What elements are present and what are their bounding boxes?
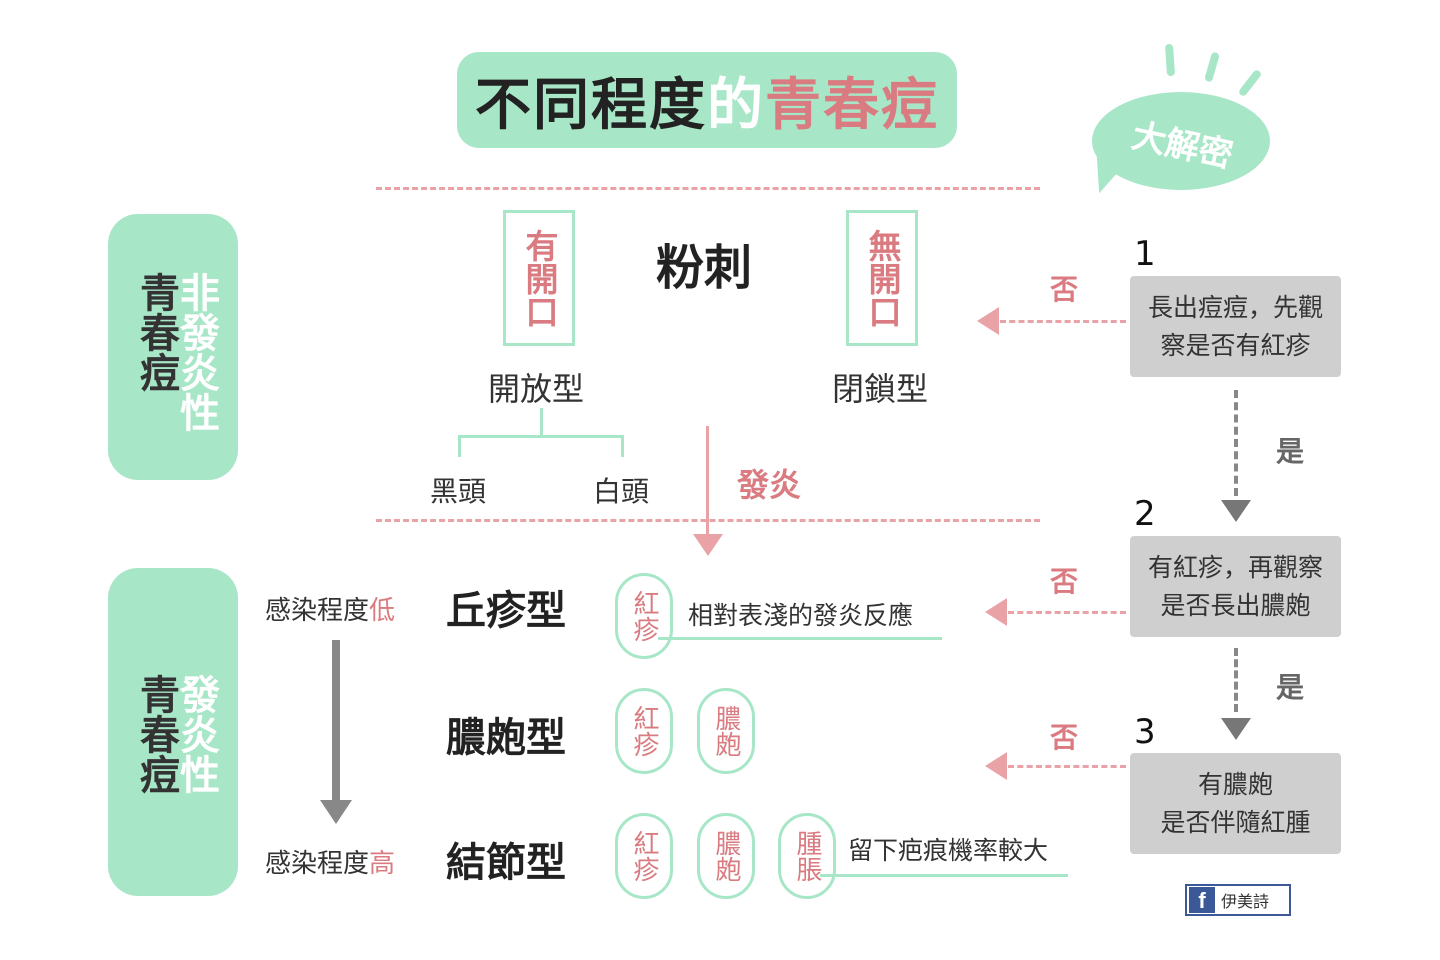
step-1-no-label: 否 [1050, 273, 1079, 306]
blackhead-label: 黑頭 [430, 475, 487, 508]
open-mouth-badge: 有開口 [503, 210, 575, 346]
degree-arrow-line [332, 640, 340, 802]
title-part-1: 不同程度 [475, 72, 707, 138]
degree-high-prefix: 感染程度 [265, 849, 370, 879]
nodule-underline [820, 874, 1068, 877]
degree-low-value: 低 [369, 596, 396, 626]
step-2-number: 2 [1134, 494, 1156, 534]
step-3-no-arrow-line [1008, 765, 1126, 768]
degree-low-prefix: 感染程度 [265, 596, 370, 626]
step-1-line-2: 察是否有紅疹 [1160, 330, 1311, 360]
step-3-no-label: 否 [1050, 721, 1079, 754]
step-2-no-arrow-head [985, 598, 1007, 626]
nodule-cap-swelling: 腫脹 [778, 813, 836, 899]
step-2-no-label: 否 [1050, 565, 1079, 598]
closed-type-label: 閉鎖型 [832, 370, 929, 408]
step-1-number: 1 [1134, 234, 1156, 274]
degree-high: 感染程度高 [265, 843, 395, 880]
nodule-cap-pus-text: 膿皰 [711, 830, 741, 882]
closed-mouth-badge: 無開口 [846, 210, 918, 346]
acne-label-2: 青春痘 [133, 674, 179, 794]
step-1-yes-label: 是 [1276, 435, 1305, 468]
open-mouth-text: 有開口 [520, 228, 559, 328]
acne-label-1: 青春痘 [133, 272, 179, 392]
step-2-box: 有紅疹，再觀察 是否長出膿皰 [1130, 536, 1341, 637]
credit-name: 伊美詩 [1221, 892, 1270, 911]
nodule-cap-pus: 膿皰 [697, 813, 755, 899]
facebook-credit-badge[interactable]: f 伊美詩 [1185, 884, 1291, 916]
ray-3 [1237, 68, 1263, 98]
ray-2 [1204, 51, 1220, 83]
inflammatory-pill: 發炎性 青春痘 [108, 568, 238, 896]
step-1-no-arrow-line [1000, 320, 1126, 323]
step-2-yes-label: 是 [1276, 671, 1305, 704]
comedone-title: 粉刺 [656, 240, 753, 296]
page-title: 不同程度的青春痘 [457, 52, 957, 148]
step-1-yes-arrow-head [1221, 500, 1251, 522]
separator-top [376, 187, 1040, 190]
step-3-no-arrow-head [985, 752, 1007, 780]
nodule-desc: 留下疤痕機率較大 [848, 836, 1049, 865]
type-pustule-name: 膿皰型 [446, 715, 566, 761]
whitehead-label: 白頭 [593, 475, 650, 508]
pustule-cap-pus: 膿皰 [697, 688, 755, 774]
papule-cap-redrash: 紅疹 [615, 573, 673, 659]
inflame-label: 發炎 [737, 466, 802, 504]
title-part-3: 青春痘 [765, 72, 939, 138]
type-nodule-name: 結節型 [446, 840, 566, 886]
step-2-line-2: 是否長出膿皰 [1160, 590, 1311, 620]
step-2-yes-arrow-head [1221, 718, 1251, 740]
bracket-right [621, 435, 624, 457]
degree-low: 感染程度低 [265, 590, 395, 627]
bracket-stem [540, 408, 543, 436]
nodule-cap-redrash: 紅疹 [615, 813, 673, 899]
nodule-cap-swelling-text: 腫脹 [792, 830, 822, 882]
papule-cap-redrash-text: 紅疹 [629, 590, 659, 642]
step-1-box: 長出痘痘，先觀 察是否有紅疹 [1130, 276, 1341, 377]
open-type-label: 開放型 [488, 370, 585, 408]
papule-desc: 相對表淺的發炎反應 [688, 601, 914, 630]
facebook-icon: f [1189, 887, 1215, 913]
bracket-left [458, 435, 461, 457]
speech-bubble [1092, 92, 1270, 190]
degree-arrow-head [320, 800, 352, 824]
step-1-line-1: 長出痘痘，先觀 [1147, 292, 1323, 322]
step-2-no-arrow-line [1008, 611, 1126, 614]
non-inflammatory-label: 非發炎性 [173, 272, 219, 432]
degree-high-value: 高 [369, 849, 396, 879]
step-3-number: 3 [1134, 712, 1156, 752]
inflammatory-label: 發炎性 [173, 674, 219, 794]
step-3-line-1: 有膿皰 [1197, 769, 1273, 799]
bracket-bar [458, 435, 624, 438]
pustule-cap-pus-text: 膿皰 [711, 705, 741, 757]
pustule-cap-redrash-text: 紅疹 [629, 705, 659, 757]
step-1-yes-line [1234, 390, 1238, 496]
closed-mouth-text: 無開口 [863, 228, 902, 328]
nodule-cap-redrash-text: 紅疹 [629, 830, 659, 882]
step-1-no-arrow-head [977, 307, 999, 335]
inflame-arrow-line [706, 426, 709, 536]
step-2-line-1: 有紅疹，再觀察 [1147, 552, 1323, 582]
ray-1 [1164, 43, 1176, 77]
pustule-cap-redrash: 紅疹 [615, 688, 673, 774]
step-3-line-2: 是否伴隨紅腫 [1160, 807, 1311, 837]
title-part-2: 的 [707, 72, 765, 138]
inflame-arrow-head [693, 534, 723, 556]
papule-underline [658, 637, 942, 640]
type-papule-name: 丘疹型 [446, 588, 566, 634]
non-inflammatory-pill: 非發炎性 青春痘 [108, 214, 238, 480]
step-2-yes-line [1234, 648, 1238, 712]
step-3-box: 有膿皰 是否伴隨紅腫 [1130, 753, 1341, 854]
